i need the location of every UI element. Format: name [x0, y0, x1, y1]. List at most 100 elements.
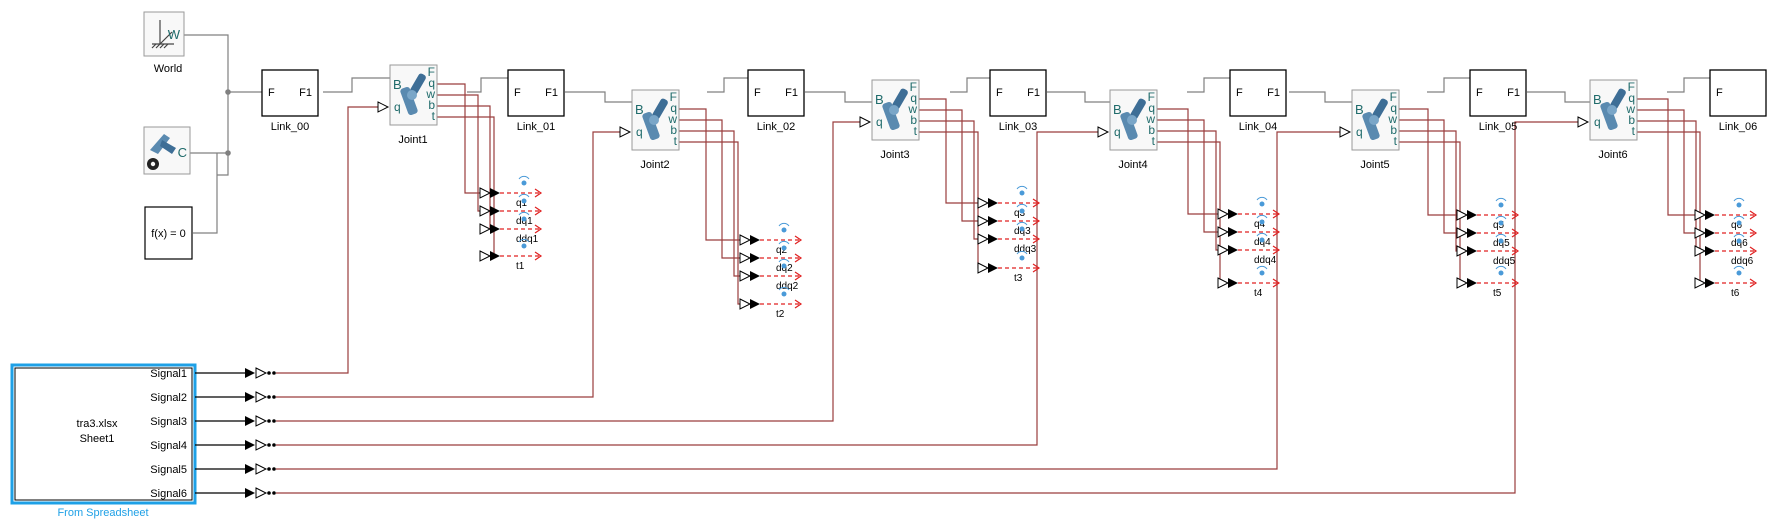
signal-sink-q6[interactable]: q6	[1694, 197, 1758, 231]
joint-q-input-port: q	[876, 115, 883, 129]
stream-signal-icon	[1733, 197, 1745, 208]
revolute-joint-icon	[400, 73, 426, 116]
signal-converter-4[interactable]	[195, 439, 276, 451]
signal-converter-1[interactable]	[195, 367, 276, 379]
signal-sink-q2[interactable]: q2	[739, 222, 803, 256]
signal-sink-label: ddq6	[1731, 256, 1754, 267]
stream-signal-icon	[518, 175, 530, 186]
signal-sink-q4[interactable]: q4	[1217, 196, 1281, 230]
link-out-port-label: F1	[1507, 87, 1520, 99]
signal-sink-q1[interactable]: q1	[479, 175, 543, 209]
stream-signal-icon	[1016, 250, 1028, 261]
joint-output-port-q: q	[910, 91, 917, 105]
link-block-label: Link_05	[1479, 121, 1518, 133]
link-in-port-label: F	[996, 87, 1003, 99]
link-in-port-label: F	[1716, 87, 1723, 99]
signal-sink-label: q1	[516, 198, 528, 209]
joint-base-port: B	[393, 77, 402, 92]
signal-converter-6[interactable]	[195, 487, 276, 499]
joint-output-port-w: w	[1625, 102, 1635, 116]
joint-follower-port: F	[428, 65, 435, 79]
joint-q-input-port: q	[1356, 125, 1363, 139]
link-out-port-label: F1	[785, 87, 798, 99]
joint-output-port-q: q	[670, 101, 677, 115]
signal-sink-label: dq1	[516, 216, 533, 227]
spreadsheet-signal-ports: Signal1Signal2Signal3Signal4Signal5Signa…	[150, 367, 276, 500]
joint-output-port-w: w	[1145, 112, 1155, 126]
joint-output-port-q: q	[1628, 91, 1635, 105]
signal-sink-t1[interactable]: t1	[479, 238, 543, 272]
signal-sink-q5[interactable]: q5	[1456, 197, 1520, 231]
signal-sink-ddq2[interactable]: ddq2	[739, 258, 803, 292]
joint-output-port-q: q	[1390, 101, 1397, 115]
signal-sink-dq2[interactable]: dq2	[739, 240, 803, 274]
signal-converter-5[interactable]	[195, 463, 276, 475]
joint-q-input-port: q	[1594, 115, 1601, 129]
joint-base-port: B	[875, 92, 884, 107]
joint-follower-port: F	[1628, 80, 1635, 94]
stream-signal-icon	[1256, 214, 1268, 225]
signal-sink-t2[interactable]: t2	[739, 286, 803, 320]
signal-converter-3[interactable]	[195, 415, 276, 427]
solver-configuration-block[interactable]: f(x) = 0	[144, 206, 193, 260]
link-out-port-label: F1	[545, 87, 558, 99]
from-spreadsheet-block[interactable]: tra3.xlsx Sheet1 From Spreadsheet	[10, 363, 197, 519]
stream-signal-icon	[778, 222, 790, 233]
joint-output-port-t: t	[432, 109, 436, 123]
signal-sink-ddq6[interactable]: ddq6	[1694, 233, 1758, 267]
signal-sink-dq1[interactable]: dq1	[479, 193, 543, 227]
signal-sink-dq4[interactable]: dq4	[1217, 214, 1281, 248]
spreadsheet-output-port-4: Signal4	[150, 440, 187, 452]
signal-sink-label: ddq4	[1254, 255, 1277, 266]
signal-sink-dq5[interactable]: dq5	[1456, 215, 1520, 249]
joint-block-label: Joint5	[1360, 159, 1389, 171]
signal-sink-ddq4[interactable]: ddq4	[1217, 232, 1281, 266]
signal-sink-ddq5[interactable]: ddq5	[1456, 233, 1520, 267]
signal-sink-t5[interactable]: t5	[1456, 265, 1520, 299]
joint-output-port-w: w	[907, 102, 917, 116]
signal-connections	[276, 83, 1701, 494]
signal-sink-q3[interactable]: q3	[977, 185, 1041, 219]
signal-sink-t6[interactable]: t6	[1694, 265, 1758, 299]
stream-signal-icon	[1016, 203, 1028, 214]
signal-sink-dq6[interactable]: dq6	[1694, 215, 1758, 249]
joint-output-port-w: w	[667, 112, 677, 126]
signal-sink-dq3[interactable]: dq3	[977, 203, 1041, 237]
spreadsheet-output-port-6: Signal6	[150, 488, 187, 500]
link-block-label: Link_01	[517, 121, 556, 133]
joint-follower-port: F	[1390, 90, 1397, 104]
signal-sink-t4[interactable]: t4	[1217, 265, 1281, 299]
signal-sink-ddq1[interactable]: ddq1	[479, 211, 543, 245]
stream-signal-icon	[1016, 185, 1028, 196]
spreadsheet-sheet-label: Sheet1	[80, 433, 115, 445]
signal-sink-ddq3[interactable]: ddq3	[977, 221, 1041, 255]
stream-signal-icon	[778, 240, 790, 251]
mechanism-configuration-block[interactable]: C	[143, 126, 191, 175]
signal-sink-label: ddq1	[516, 234, 539, 245]
joint-block-label: Joint6	[1598, 149, 1627, 161]
signal-sink-t3[interactable]: t3	[977, 250, 1041, 284]
spreadsheet-output-port-2: Signal2	[150, 392, 187, 404]
world-frame-block[interactable]: W World	[143, 11, 185, 75]
signal-sink-label: t5	[1493, 288, 1502, 299]
signal-converter-2[interactable]	[195, 391, 276, 403]
signal-sink-label: ddq3	[1014, 244, 1037, 255]
joint-output-port-t: t	[914, 124, 918, 138]
joint-output-port-t: t	[674, 134, 678, 148]
